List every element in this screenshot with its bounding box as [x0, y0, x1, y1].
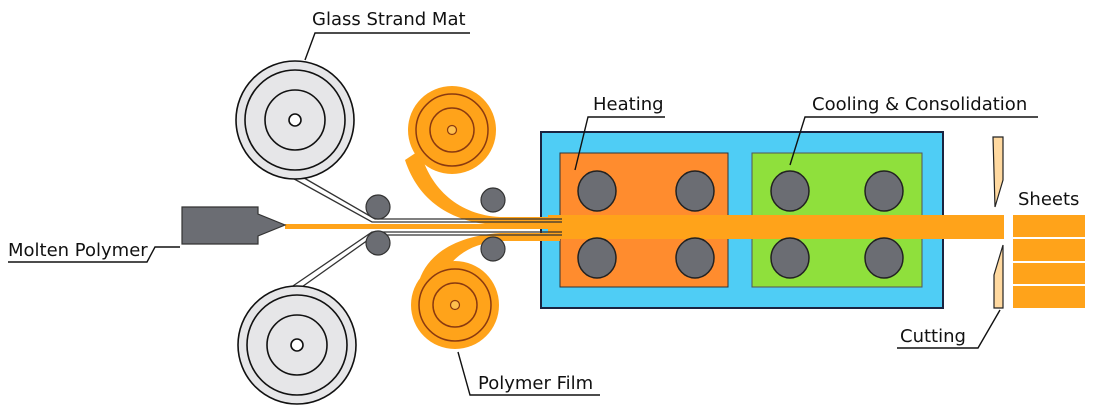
- glass-strand-mat-roll-top: [235, 60, 355, 180]
- press-roller: [577, 237, 617, 279]
- press-rollers: [577, 170, 904, 279]
- press-roller: [675, 237, 715, 279]
- nip-roller: [365, 194, 391, 220]
- press-roller: [675, 170, 715, 212]
- polymer-film-roll-top: [405, 86, 560, 225]
- nip-roller: [480, 187, 506, 213]
- press-roller: [864, 237, 904, 279]
- glass-strand-mat-roll-bottom: [237, 285, 357, 405]
- label-heating: Heating: [593, 94, 664, 115]
- extrusion-die: [181, 206, 287, 245]
- cutter-blade-bottom: [993, 244, 1004, 309]
- sheet: [1013, 215, 1085, 237]
- nip-rollers: [365, 187, 506, 262]
- sheet: [1013, 239, 1085, 261]
- composite-band: [548, 215, 1004, 239]
- press-roller: [770, 170, 810, 212]
- sheet: [1013, 286, 1085, 308]
- label-sheets: Sheets: [1018, 189, 1079, 210]
- sheets-stack: [1013, 215, 1085, 308]
- polymer-film-roll-bottom: [411, 233, 560, 349]
- sheet: [1013, 263, 1085, 284]
- label-glass-strand-mat: Glass Strand Mat: [312, 9, 466, 30]
- press-roller: [770, 237, 810, 279]
- label-cooling-consolidation: Cooling & Consolidation: [812, 94, 1027, 115]
- leader-lines: [8, 32, 1038, 396]
- nip-roller: [365, 230, 391, 256]
- label-cutting: Cutting: [900, 326, 966, 347]
- label-molten-polymer: Molten Polymer: [8, 240, 148, 261]
- press-roller: [864, 170, 904, 212]
- nip-roller: [480, 236, 506, 262]
- cutter-blade-top: [992, 136, 1004, 208]
- press-roller: [577, 170, 617, 212]
- label-polymer-film: Polymer Film: [478, 373, 593, 394]
- molten-polymer-stream: [285, 224, 563, 229]
